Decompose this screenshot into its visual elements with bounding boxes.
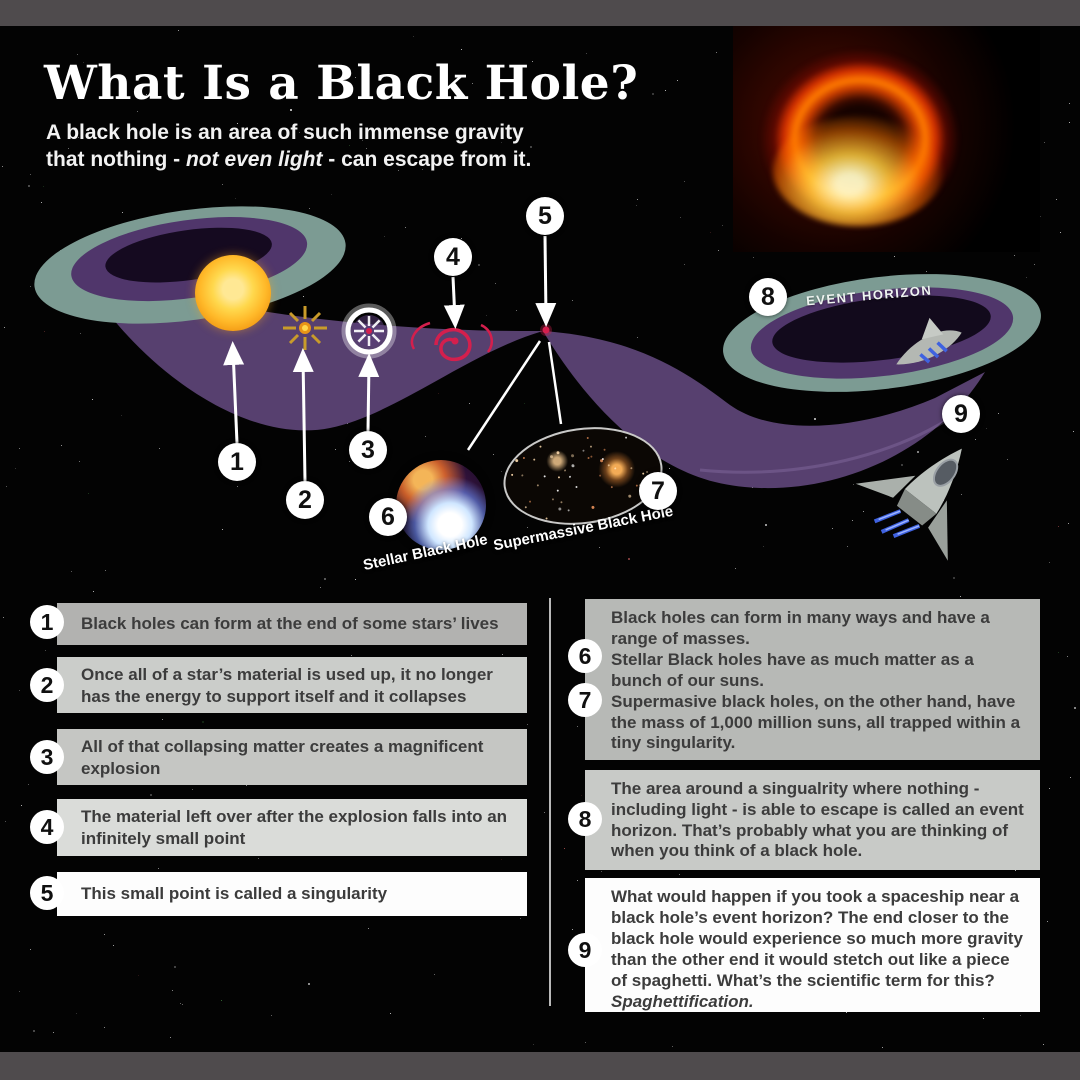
diagram-marker-9: 9 — [942, 395, 980, 433]
diagram-marker-1: 1 — [218, 443, 256, 481]
fact-text-6a: Black holes can form in many ways and ha… — [611, 608, 990, 648]
fact-text-7: Supermasive black holes, on the other ha… — [611, 691, 1021, 753]
callout-line-1 — [223, 341, 245, 444]
fact-box-2: Once all of a star’s material is used up… — [57, 657, 527, 713]
subtitle-line1: A black hole is an area of such immense … — [46, 121, 524, 144]
fact-badge-4: 4 — [30, 810, 64, 844]
fact-box-3: All of that collapsing matter creates a … — [57, 729, 527, 785]
callout-line-5 — [535, 235, 557, 327]
page-title: What Is a Black Hole? — [44, 56, 639, 111]
column-divider — [549, 598, 551, 1006]
fact-box-5: This small point is called a singularity — [57, 872, 527, 916]
fact-box-6-7: Black holes can form in many ways and ha… — [585, 599, 1040, 760]
diagram-marker-4: 4 — [434, 238, 472, 276]
explosion-icon — [283, 306, 327, 350]
fact-badge-8: 8 — [568, 802, 602, 836]
spaceship — [855, 448, 962, 561]
sun-icon — [195, 255, 271, 331]
fact-badge-3: 3 — [30, 740, 64, 774]
collapse-ring-icon — [341, 303, 397, 359]
fact-badge-2: 2 — [30, 668, 64, 702]
callout-line-4 — [443, 276, 465, 329]
diagram-marker-7: 7 — [639, 472, 677, 510]
stretched-spaceship — [896, 317, 962, 365]
diagram-marker-2: 2 — [286, 481, 324, 519]
m87-black-hole-photo — [733, 26, 1040, 252]
callout-lines — [223, 235, 563, 482]
subtitle-line2-post: - can escape from it. — [322, 147, 532, 171]
bottom-letterbox-bar — [0, 1052, 1080, 1080]
callout-line-2 — [292, 348, 314, 482]
fact-text-8: The area around a singualrity where noth… — [611, 778, 1024, 861]
diagram-marker-3: 3 — [349, 431, 387, 469]
subtitle-line2-italic: not even light — [185, 147, 323, 171]
fact-text-9-italic: Spaghettification. — [611, 991, 754, 1011]
fact-box-9: What would happen if you took a spaceshi… — [585, 878, 1040, 1012]
fact-box-8: The area around a singualrity where noth… — [585, 770, 1040, 870]
eht-bright-arc — [773, 116, 943, 226]
callout-line-7 — [547, 341, 563, 425]
fact-text-3: All of that collapsing matter creates a … — [81, 737, 484, 778]
subtitle-line2-pre: that nothing - — [46, 147, 186, 171]
diagram-marker-8: 8 — [749, 278, 787, 316]
callout-line-6 — [466, 340, 542, 451]
callout-line-3 — [358, 353, 380, 432]
fact-text-2: Once all of a star’s material is used up… — [81, 665, 493, 706]
fact-badge-5: 5 — [30, 876, 64, 910]
fact-box-1: Black holes can form at the end of some … — [57, 603, 527, 645]
fact-text-1: Black holes can form at the end of some … — [81, 614, 499, 634]
fact-box-4: The material left over after the explosi… — [57, 799, 527, 856]
singularity-dot — [540, 324, 552, 336]
diagram-marker-5: 5 — [526, 197, 564, 235]
fact-badge-1: 1 — [30, 605, 64, 639]
fact-text-4: The material left over after the explosi… — [81, 807, 508, 848]
spiral-icon — [410, 321, 494, 362]
top-letterbox-bar — [0, 0, 1080, 26]
fact-text-9: What would happen if you took a spaceshi… — [611, 887, 1023, 990]
diagram-marker-6: 6 — [369, 498, 407, 536]
fact-text-6b: Stellar Black holes have as much matter … — [611, 649, 974, 690]
stellar-black-hole-photo — [396, 460, 486, 550]
fact-text-5: This small point is called a singularity — [81, 884, 388, 904]
fact-badge-7: 7 — [568, 683, 602, 717]
fact-badge-6: 6 — [568, 639, 602, 673]
fact-badge-9: 9 — [568, 933, 602, 967]
page-subtitle: A black hole is an area of such immense … — [46, 120, 531, 174]
